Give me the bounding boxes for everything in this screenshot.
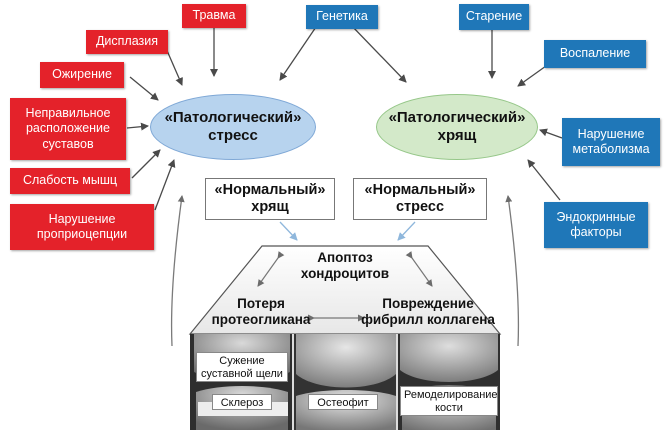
pathological-cartilage-ellipse: «Патологический» хрящ [376,94,538,160]
factor-endocrine: Эндокринные факторы [544,202,648,248]
joint-space-narrowing-label: Сужение суставной щели [196,352,288,382]
xray-image-1 [190,334,294,430]
factor-metabolism: Нарушение метаболизма [562,118,660,166]
factor-inflammation: Воспаление [544,40,646,68]
arrow-normal-cartilage [279,221,298,241]
normal-stress-box: «Нормальный» стресс [353,178,487,220]
double-arrow-left [257,251,285,287]
factor-muscle-weakness: Слабость мышц [10,168,130,194]
arrow-muscle [131,149,161,179]
apoptosis-label: Апоптоз хондроцитов [300,250,390,282]
arrow-inflammation [517,65,547,87]
factor-obesity: Ожирение [40,62,124,88]
arrow-genetics-right [349,23,407,83]
sclerosis-label: Склероз [212,394,272,410]
normal-cartilage-box: «Нормальный» хрящ [205,178,335,220]
double-arrow-right [405,251,433,287]
factor-aging: Старение [459,4,529,30]
arrow-normal-stress [397,221,416,241]
arrow-genetics-left [279,23,319,81]
factor-malalignment: Неправильное расположение суставов [10,98,126,160]
pathological-stress-ellipse: «Патологический» стресс [150,94,316,160]
arrow-obesity [129,76,159,101]
arrow-endocrine [527,159,561,201]
factor-dysplasia: Дисплазия [86,30,168,54]
factor-proprioception: Нарушение проприоцепции [10,204,154,250]
feedback-left [170,195,185,347]
proteoglycan-label: Потеря протеогликана [211,296,311,328]
feedback-right [505,195,520,347]
bone-remodeling-label: Ремоделирование кости [400,386,498,416]
osteophyte-label: Остеофит [308,394,378,410]
factor-genetics: Генетика [306,5,378,29]
arrow-metabolism [539,128,563,139]
collagen-label: Повреждение фибрилл коллагена [361,296,495,328]
factor-trauma: Травма [182,4,246,28]
arrow-proprioception [154,159,176,211]
xray-image-2 [294,334,398,430]
arrow-malalignment [126,122,149,131]
